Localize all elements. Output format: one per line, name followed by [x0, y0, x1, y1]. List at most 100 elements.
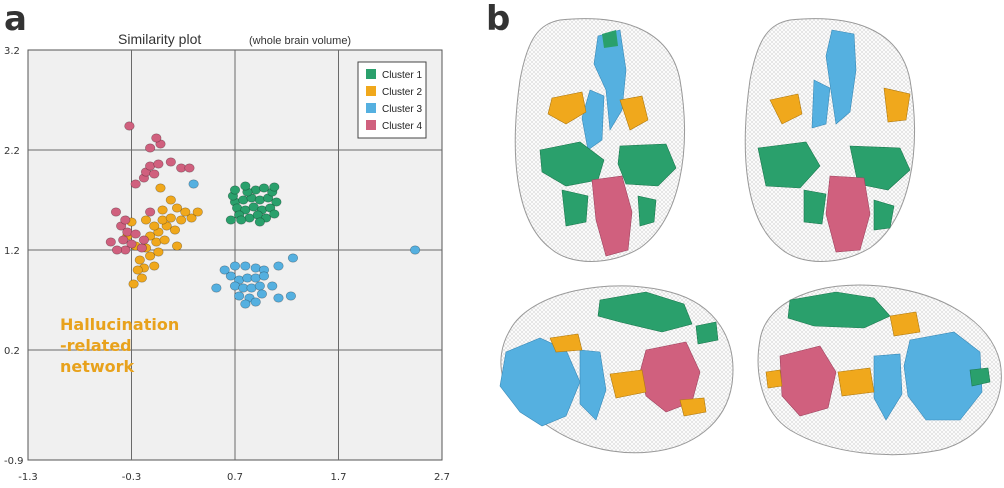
legend-swatch-cluster3: [366, 103, 376, 113]
data-point: [254, 281, 265, 291]
data-point: [130, 229, 141, 239]
data-point: [240, 261, 251, 271]
y-tick-label: 2.2: [4, 146, 20, 157]
data-point: [269, 209, 280, 219]
data-point: [157, 205, 168, 215]
legend-swatch-cluster1: [366, 69, 376, 79]
data-point: [240, 205, 251, 215]
data-point: [145, 143, 156, 153]
legend-label-cluster3: Cluster 3: [382, 104, 422, 115]
legend-label-cluster2: Cluster 2: [382, 87, 422, 98]
data-point: [145, 251, 156, 261]
data-point: [140, 215, 152, 225]
data-point: [165, 195, 176, 205]
series-cluster-1: [225, 181, 282, 227]
legend-swatch-cluster4: [366, 120, 376, 130]
data-point: [188, 179, 199, 189]
data-point: [273, 261, 284, 271]
x-tick-label: -0.3: [122, 472, 142, 483]
hallucination-network-annotation: Hallucination -related network: [60, 314, 210, 377]
legend-label-cluster4: Cluster 4: [382, 121, 422, 132]
data-point: [165, 213, 176, 223]
data-point: [126, 239, 137, 249]
x-tick-label: 1.7: [331, 472, 347, 483]
data-point: [285, 291, 296, 301]
data-point: [267, 281, 278, 291]
data-point: [229, 261, 241, 271]
data-point: [258, 183, 270, 193]
data-point: [138, 235, 150, 245]
grid: [28, 50, 442, 460]
y-tick-label: 1.2: [4, 246, 20, 257]
data-point: [132, 265, 143, 275]
annotation-line-2: -related: [60, 336, 132, 355]
x-tick-label: 0.7: [227, 472, 243, 483]
data-point: [192, 207, 203, 217]
data-point: [273, 293, 284, 303]
data-point: [225, 215, 236, 225]
data-point: [219, 265, 230, 275]
brain-sagittal-view-1: [499, 285, 734, 454]
data-point: [225, 271, 236, 281]
axis-ticks: -1.3 -0.3 0.7 1.7 2.7 3.2 2.2 1.2 0.2 -0.9: [4, 46, 450, 483]
data-point: [250, 297, 261, 307]
plot-title: Similarity plot: [118, 31, 201, 47]
data-point: [149, 261, 160, 271]
annotation-line-1: Hallucination: [60, 315, 180, 334]
data-point: [153, 247, 164, 257]
data-point: [128, 279, 139, 289]
data-point: [176, 215, 187, 225]
data-point: [240, 299, 251, 309]
data-point: [248, 202, 259, 212]
scatter-points: [105, 121, 421, 309]
y-tick-label: 0.2: [4, 346, 20, 357]
data-point: [145, 207, 156, 217]
y-tick-label: -0.9: [4, 456, 24, 467]
data-point: [186, 213, 197, 223]
data-point: [136, 273, 147, 283]
brain-axial-view-2: [744, 18, 915, 262]
legend-swatch-cluster2: [366, 86, 376, 96]
data-point: [149, 221, 160, 231]
legend: Cluster 1 Cluster 2 Cluster 3 Cluster 4: [357, 61, 427, 139]
data-point: [149, 169, 160, 179]
annotation-line-3: network: [60, 357, 135, 376]
data-point: [155, 183, 166, 193]
data-point: [171, 203, 183, 213]
brain-axial-view-1: [514, 18, 685, 262]
series-cluster-3: [188, 179, 421, 309]
data-point: [229, 185, 241, 195]
data-point: [169, 225, 181, 235]
series-cluster-4: [105, 121, 195, 255]
data-point: [236, 215, 247, 225]
plot-subtitle: (whole brain volume): [249, 35, 351, 47]
data-point: [120, 215, 131, 225]
data-point: [256, 289, 268, 299]
data-point: [180, 207, 191, 217]
data-point: [136, 243, 147, 253]
data-point: [110, 207, 122, 217]
data-point: [124, 121, 135, 131]
data-point: [159, 235, 170, 245]
y-tick-label: 3.2: [4, 46, 20, 57]
legend-label-cluster1: Cluster 1: [382, 70, 422, 81]
data-point: [409, 245, 421, 255]
data-point: [271, 197, 282, 207]
data-point: [234, 291, 245, 301]
data-point: [165, 157, 176, 167]
data-point: [130, 179, 141, 189]
data-point: [287, 253, 299, 263]
data-point: [153, 159, 164, 169]
data-point: [254, 217, 265, 227]
x-tick-label: 2.7: [434, 472, 450, 483]
data-point: [240, 181, 251, 191]
data-point: [118, 235, 129, 245]
data-point: [105, 237, 116, 247]
data-point: [258, 271, 270, 281]
data-point: [151, 133, 162, 143]
data-point: [134, 255, 145, 265]
panel-label-a: a: [4, 0, 27, 39]
x-tick-label: -1.3: [18, 472, 38, 483]
data-point: [211, 283, 222, 293]
data-point: [171, 241, 183, 251]
